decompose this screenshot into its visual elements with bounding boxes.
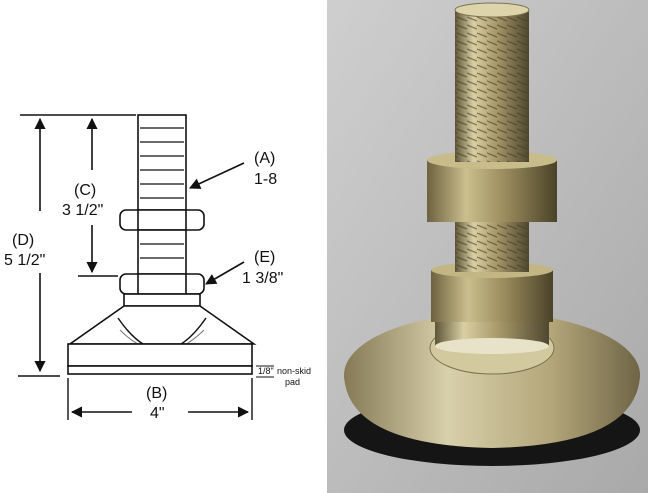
dim-e-value: 1 3/8" [242,270,283,287]
dimension-diagram: (D) 5 1/2" (C) 3 1/2" (A) 1-8 (E) 1 3/8"… [4,114,311,422]
leveling-foot-photo [344,2,640,466]
foot-outline [67,114,257,375]
pad-material: non-skid [277,366,311,376]
extension-lines [18,114,253,420]
dim-d-value: 5 1/2" [4,252,45,269]
dimension-arrows [34,117,250,418]
dim-b-letter: (B) [146,385,167,402]
dim-e-letter: (E) [254,249,275,266]
pad-note: 1/8" non-skid pad [256,365,311,387]
dim-c-value: 3 1/2" [62,202,103,219]
dim-b-value: 4" [150,405,165,422]
pad-label: pad [285,377,300,387]
dim-a-value: 1-8 [254,171,277,188]
dim-c-letter: (C) [74,182,96,199]
dim-a-letter: (A) [254,150,275,167]
product-photo [327,0,648,493]
pad-thickness: 1/8" [258,366,274,376]
dim-d-letter: (D) [12,232,34,249]
